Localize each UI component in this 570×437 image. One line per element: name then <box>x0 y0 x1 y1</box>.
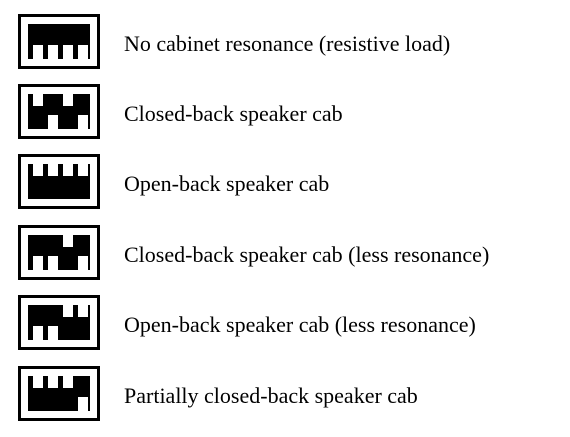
dip-switch-slot-1 <box>33 45 43 59</box>
dip-switch-slot-2 <box>48 164 58 176</box>
dip-switch-slot-3 <box>63 94 73 106</box>
dip-switch-icon <box>18 84 100 139</box>
dip-switch-slot-1 <box>33 164 43 176</box>
dip-switch-slot-1 <box>33 256 43 270</box>
row-open-back: Open-back speaker cab <box>0 150 570 210</box>
dip-switch-slot-2 <box>48 45 58 59</box>
dip-switch-icon <box>18 154 100 209</box>
dip-switch-slot-2 <box>48 115 58 129</box>
dip-switch-slot-1 <box>33 376 43 388</box>
dip-switch-slot-3 <box>63 235 73 247</box>
dip-switch-slot-3 <box>63 305 73 317</box>
dip-switch-slot-2 <box>48 326 58 340</box>
row-open-back-less-resonance: Open-back speaker cab (less resonance) <box>0 291 570 351</box>
dip-switch-slot-4 <box>78 256 88 270</box>
dip-switch-slot-3 <box>63 376 73 388</box>
dip-switch-slot-2 <box>48 376 58 388</box>
row-label: Open-back speaker cab <box>124 171 330 196</box>
row-label: Open-back speaker cab (less resonance) <box>124 312 476 337</box>
dip-switch-icon <box>18 295 100 350</box>
row-label: No cabinet resonance (resistive load) <box>124 31 451 56</box>
dip-switch-slot-2 <box>48 256 58 270</box>
dip-switch-slot-1 <box>33 326 43 340</box>
row-label: Closed-back speaker cab <box>124 101 343 126</box>
dip-switch-slot-3 <box>63 45 73 59</box>
dip-switch-icon <box>18 366 100 421</box>
dip-switch-slot-1 <box>33 94 43 106</box>
row-closed-back-less-resonance: Closed-back speaker cab (less resonance) <box>0 221 570 281</box>
row-label: Partially closed-back speaker cab <box>124 383 418 408</box>
dip-switch-slot-3 <box>63 164 73 176</box>
row-closed-back: Closed-back speaker cab <box>0 80 570 140</box>
dip-switch-icon <box>18 225 100 280</box>
dip-switch-slot-4 <box>78 397 88 411</box>
row-label: Closed-back speaker cab (less resonance) <box>124 242 490 267</box>
dip-switch-icon <box>18 14 100 69</box>
row-no-cabinet-resonance: No cabinet resonance (resistive load) <box>0 10 570 70</box>
row-partially-closed-back: Partially closed-back speaker cab <box>0 362 570 422</box>
dip-switch-slot-4 <box>78 45 88 59</box>
dip-switch-slot-4 <box>78 305 88 317</box>
dip-switch-slot-4 <box>78 164 88 176</box>
dip-switch-slot-4 <box>78 115 88 129</box>
